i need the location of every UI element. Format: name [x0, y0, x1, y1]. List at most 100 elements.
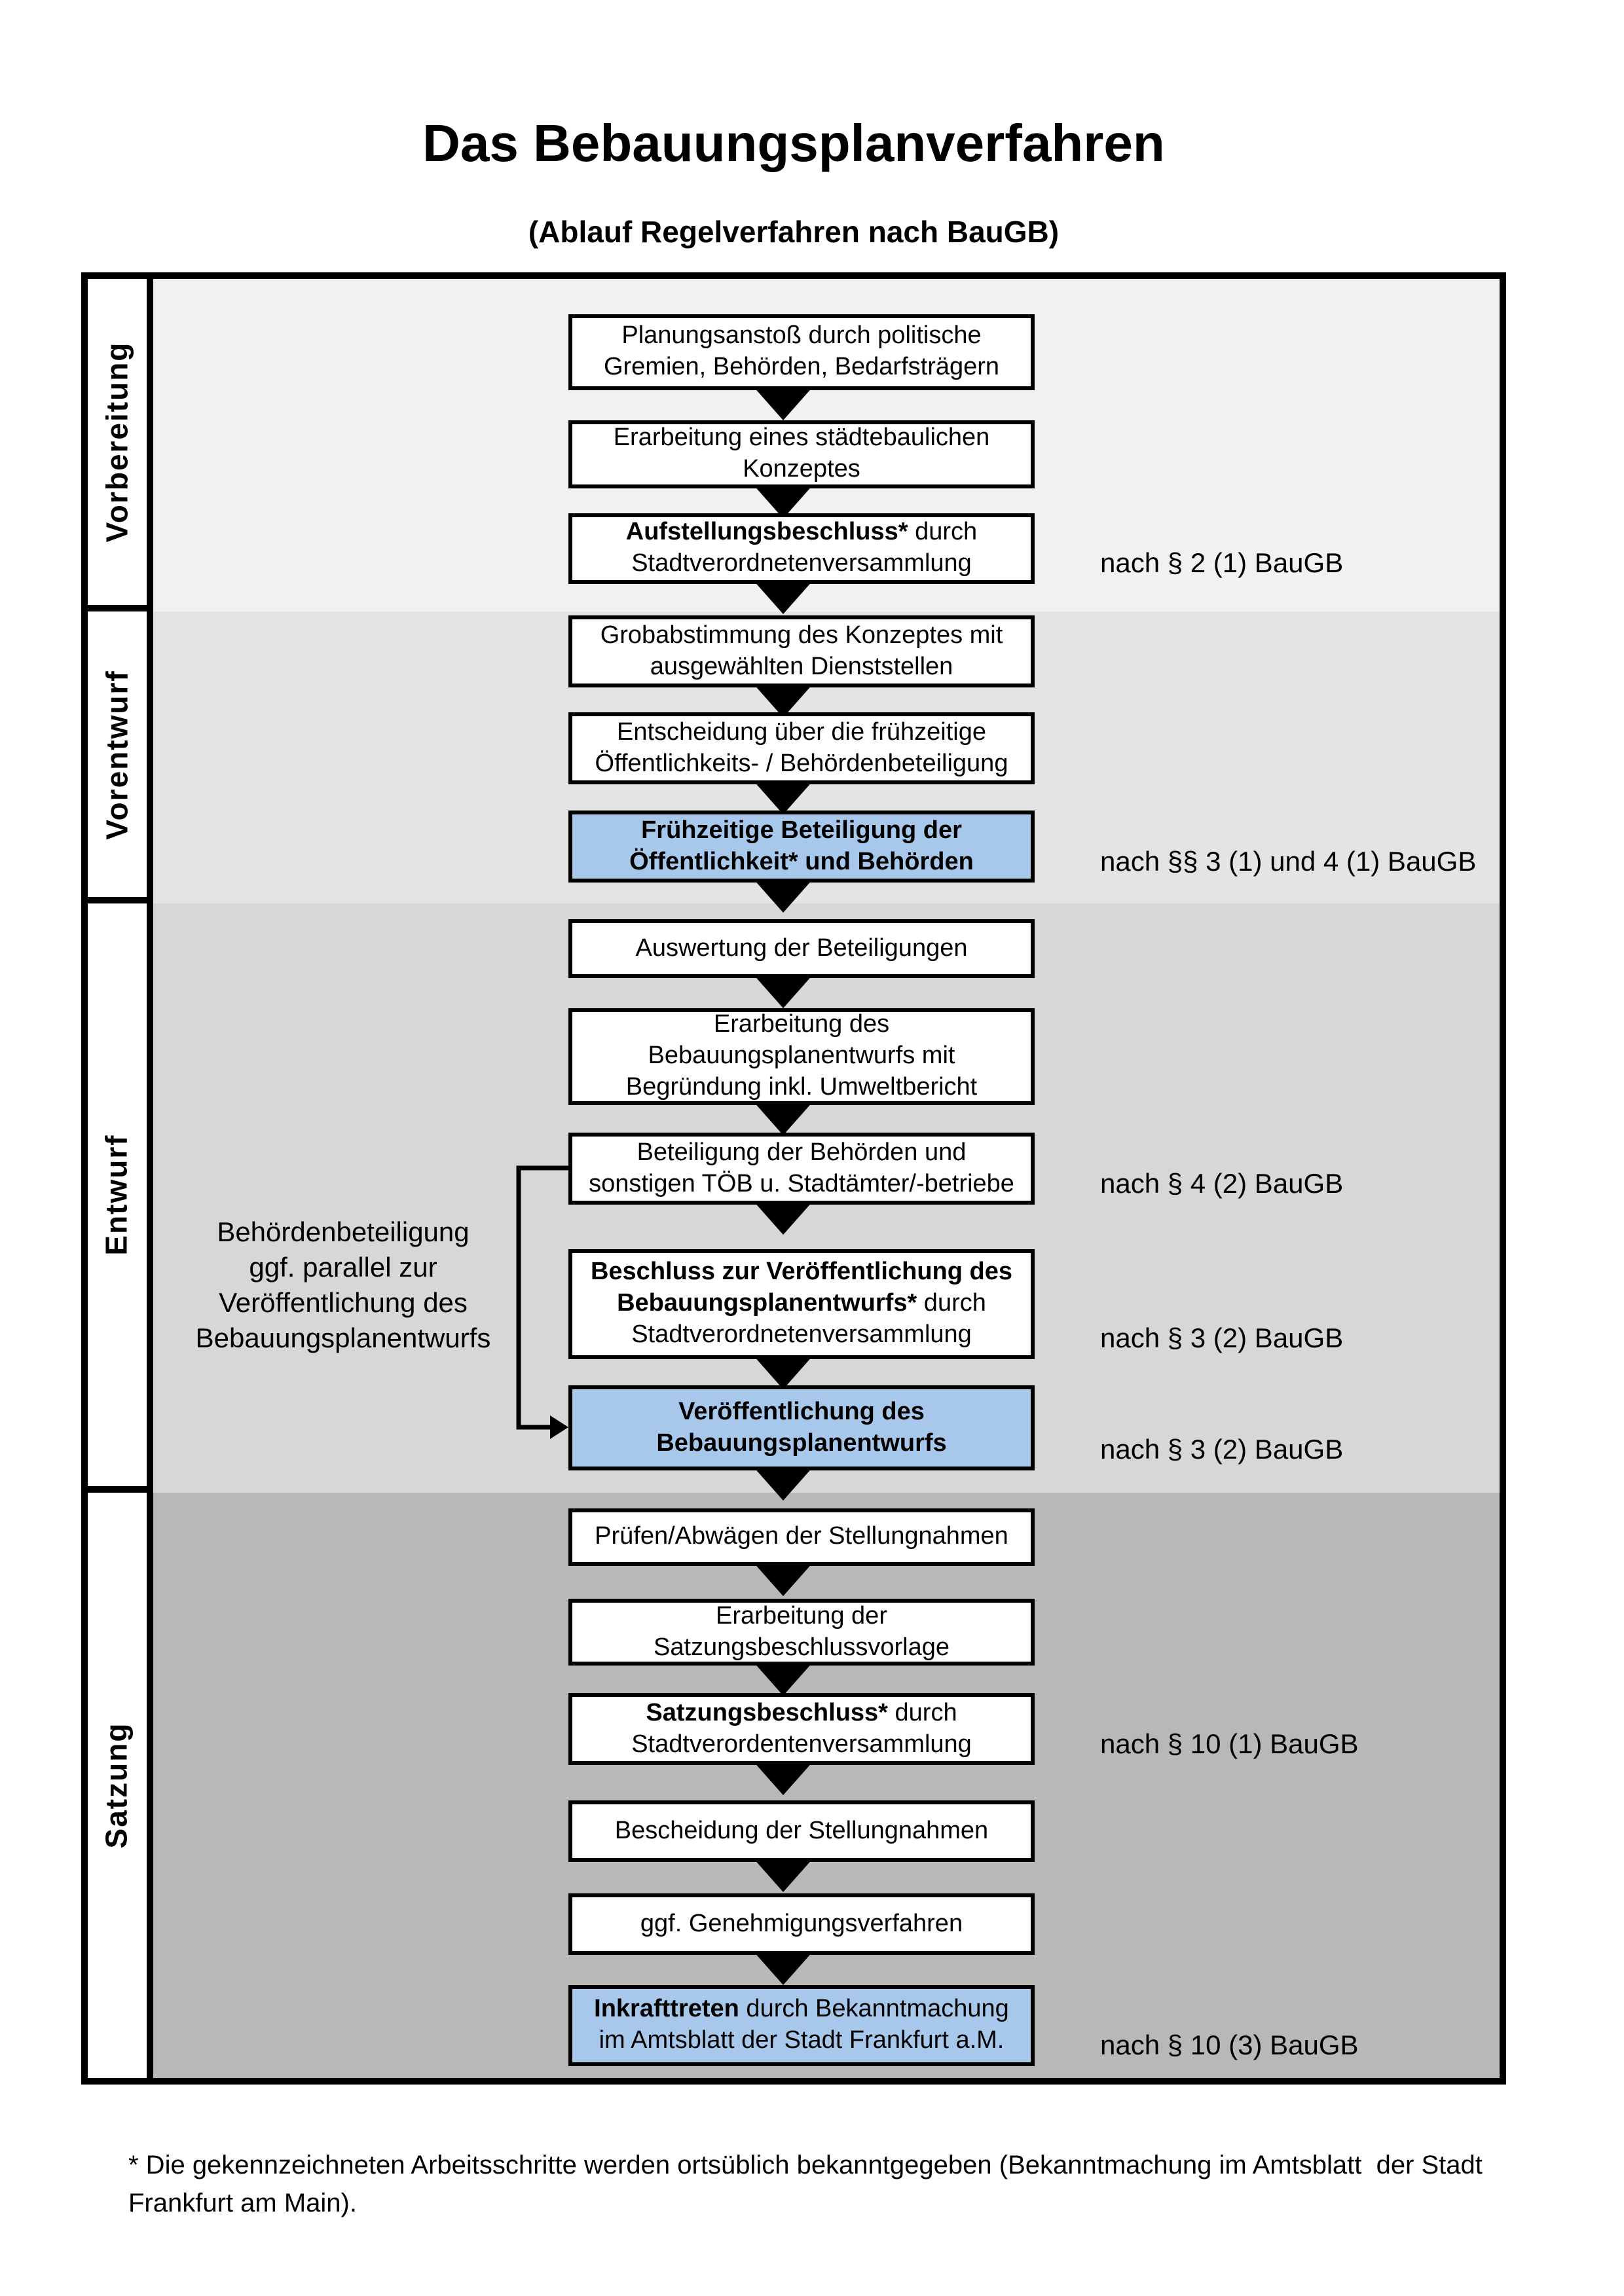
- page-subtitle: (Ablauf Regelverfahren nach BauGB): [528, 215, 1060, 249]
- flow-box-line: Aufstellungsbeschluss* durch: [626, 517, 977, 549]
- law-reference-fruehzeitige-beteiligung: nach §§ 3 (1) und 4 (1) BauGB: [1100, 847, 1477, 877]
- flow-box-text: Inkrafttreten: [594, 1995, 739, 2023]
- flow-box-text: Öffentlichkeit* und Behörden: [629, 848, 974, 875]
- flow-box-text: Grobabstimmung des Konzeptes mit: [600, 621, 1003, 649]
- flow-box-text: Satzungsbeschlussvorlage: [653, 1633, 950, 1661]
- flow-box-line: Öffentlichkeits- / Behördenbeteiligung: [595, 748, 1008, 780]
- flow-box-line: Satzungsbeschluss* durch: [646, 1698, 957, 1729]
- flow-box-text: im Amtsblatt der Stadt Frankfurt a.M.: [599, 2027, 1005, 2054]
- flow-box-line: Bebauungsplanentwurfs: [656, 1428, 946, 1459]
- law-reference-aufstellungsbeschluss: nach § 2 (1) BauGB: [1100, 549, 1344, 579]
- flow-box-text: Gremien, Behörden, Bedarfsträgern: [603, 354, 1000, 381]
- flow-box-line: Beteiligung der Behörden und: [637, 1137, 967, 1169]
- flow-box-line: Planungsanstoß durch politische: [621, 321, 981, 352]
- flow-box-text: Erarbeitung des: [713, 1011, 890, 1038]
- flow-box-text: Stadtverordentenversammlung: [631, 1730, 972, 1758]
- sidebar-phase-vorbereitung: Vorbereitung: [88, 279, 147, 611]
- flow-box-line: im Amtsblatt der Stadt Frankfurt a.M.: [599, 2026, 1005, 2057]
- parallel-bracket-arrow: [516, 1165, 568, 1439]
- flow-down-arrow: [753, 683, 813, 718]
- sidebar-phase-vorentwurf: Vorentwurf: [88, 611, 147, 903]
- flow-box-line: Erarbeitung des: [714, 1010, 889, 1041]
- flow-box-text: Stadtverordnetenversammlung: [631, 550, 972, 577]
- flow-box-auswertung-beteiligungen: Auswertung der Beteiligungen: [568, 919, 1035, 978]
- law-reference-inkrafttreten: nach § 10 (3) BauGB: [1100, 2031, 1359, 2061]
- flow-down-arrow: [753, 879, 813, 913]
- footnote-line: * Die gekennzeichneten Arbeitsschritte w…: [128, 2151, 1483, 2180]
- flow-down-arrow: [753, 484, 813, 519]
- flow-box-text: Prüfen/Abwägen der Stellungnahmen: [595, 1523, 1008, 1550]
- flow-down-arrow: [753, 1761, 813, 1795]
- flow-box-bescheidung-stellungnahmen: Bescheidung der Stellungnahmen: [568, 1800, 1035, 1862]
- flow-box-line: Veröffentlichung des: [678, 1396, 925, 1428]
- flow-box-line: Begründung inkl. Umweltbericht: [626, 1072, 978, 1104]
- flow-box-line: Bescheidung der Stellungnahmen: [615, 1815, 988, 1847]
- flow-box-line: Konzeptes: [743, 454, 860, 486]
- flow-box-text: Bebauungsplanentwurfs: [656, 1429, 947, 1457]
- law-reference-beschluss-veroeffentlichung: nach § 3 (2) BauGB: [1100, 1324, 1344, 1354]
- flow-box-line: Inkrafttreten durch Bekanntmachung: [594, 1994, 1009, 2026]
- side-note-line: Behördenbeteiligung: [217, 1218, 470, 1248]
- flow-box-line: Frühzeitige Beteiligung der: [641, 815, 962, 847]
- flow-box-text: ausgewählten Dienststellen: [650, 653, 953, 680]
- page-title: Das Bebauungsplanverfahren: [422, 115, 1165, 173]
- sidebar-phase-label: Satzung: [100, 1722, 134, 1849]
- flow-box-pruefen-abwaegen: Prüfen/Abwägen der Stellungnahmen: [568, 1508, 1035, 1566]
- flow-box-text: durch: [887, 1699, 957, 1726]
- flow-box-text: Beschluss zur Veröffentlichung des: [590, 1258, 1013, 1286]
- flow-box-line: ggf. Genehmigungsverfahren: [640, 1908, 963, 1940]
- side-note-line: ggf. parallel zur: [249, 1253, 437, 1283]
- flow-down-arrow: [753, 780, 813, 814]
- footnote-line: Frankfurt am Main).: [128, 2189, 357, 2218]
- flow-box-line: Satzungsbeschlussvorlage: [654, 1632, 950, 1664]
- flow-box-text: Auswertung der Beteiligungen: [635, 934, 968, 962]
- flow-box-line: Erarbeitung der: [716, 1601, 887, 1632]
- flow-box-text: Öffentlichkeits- / Behördenbeteiligung: [595, 750, 1008, 777]
- flow-box-line: Stadtverordnetenversammlung: [631, 549, 972, 580]
- flow-box-text: Aufstellungsbeschluss*: [625, 519, 908, 546]
- flow-down-arrow: [753, 580, 813, 614]
- flow-box-text: Veröffentlichung des: [678, 1398, 925, 1425]
- flow-box-text: durch: [908, 519, 978, 546]
- flow-down-arrow: [753, 1662, 813, 1696]
- flow-down-arrow: [753, 1951, 813, 1985]
- flow-box-text: Erarbeitung eines städtebaulichen: [613, 424, 990, 452]
- flow-box-line: Entscheidung über die frühzeitige: [617, 717, 986, 748]
- flow-box-text: Satzungsbeschluss*: [646, 1699, 888, 1726]
- flow-box-text: Konzeptes: [743, 456, 860, 483]
- flow-box-text: Bebauungsplanentwurfs*: [617, 1290, 917, 1317]
- sidebar-phase-entwurf: Entwurf: [88, 903, 147, 1493]
- flow-down-arrow: [753, 974, 813, 1008]
- flow-box-line: Bebauungsplanentwurfs mit: [648, 1041, 955, 1072]
- flow-box-text: durch: [917, 1290, 986, 1317]
- side-note-line: Bebauungsplanentwurfs: [195, 1324, 491, 1354]
- law-reference-veroeffentlichung-entwurf: nach § 3 (2) BauGB: [1100, 1435, 1344, 1465]
- flow-box-line: Beschluss zur Veröffentlichung des: [591, 1257, 1012, 1288]
- flow-down-arrow: [753, 1201, 813, 1235]
- flow-box-text: durch Bekanntmachung: [739, 1995, 1009, 2023]
- flow-down-arrow: [753, 1858, 813, 1892]
- flow-box-line: Gremien, Behörden, Bedarfsträgern: [604, 352, 999, 384]
- flow-box-line: sonstigen TÖB u. Stadtämter/-betriebe: [589, 1169, 1014, 1200]
- flow-down-arrow: [753, 1467, 813, 1501]
- flow-box-line: Stadtverordentenversammlung: [631, 1729, 972, 1760]
- sidebar-phase-label: Vorentwurf: [100, 669, 134, 839]
- flow-box-text: Bebauungsplanentwurfs mit: [648, 1042, 955, 1070]
- flow-down-arrow: [753, 1355, 813, 1389]
- side-note: Behördenbeteiligung ggf. parallel zur Ve…: [153, 1215, 533, 1357]
- flow-box-text: Frühzeitige Beteiligung der: [641, 816, 962, 844]
- law-reference-satzungsbeschluss: nach § 10 (1) BauGB: [1100, 1730, 1359, 1760]
- flow-box-text: Begründung inkl. Umweltbericht: [625, 1074, 978, 1101]
- flow-box-grobabstimmung: Grobabstimmung des Konzeptes mit ausgewäh…: [568, 615, 1035, 687]
- side-note-line: Veröffentlichung des: [219, 1288, 468, 1319]
- sidebar-phase-label: Vorbereitung: [100, 341, 134, 543]
